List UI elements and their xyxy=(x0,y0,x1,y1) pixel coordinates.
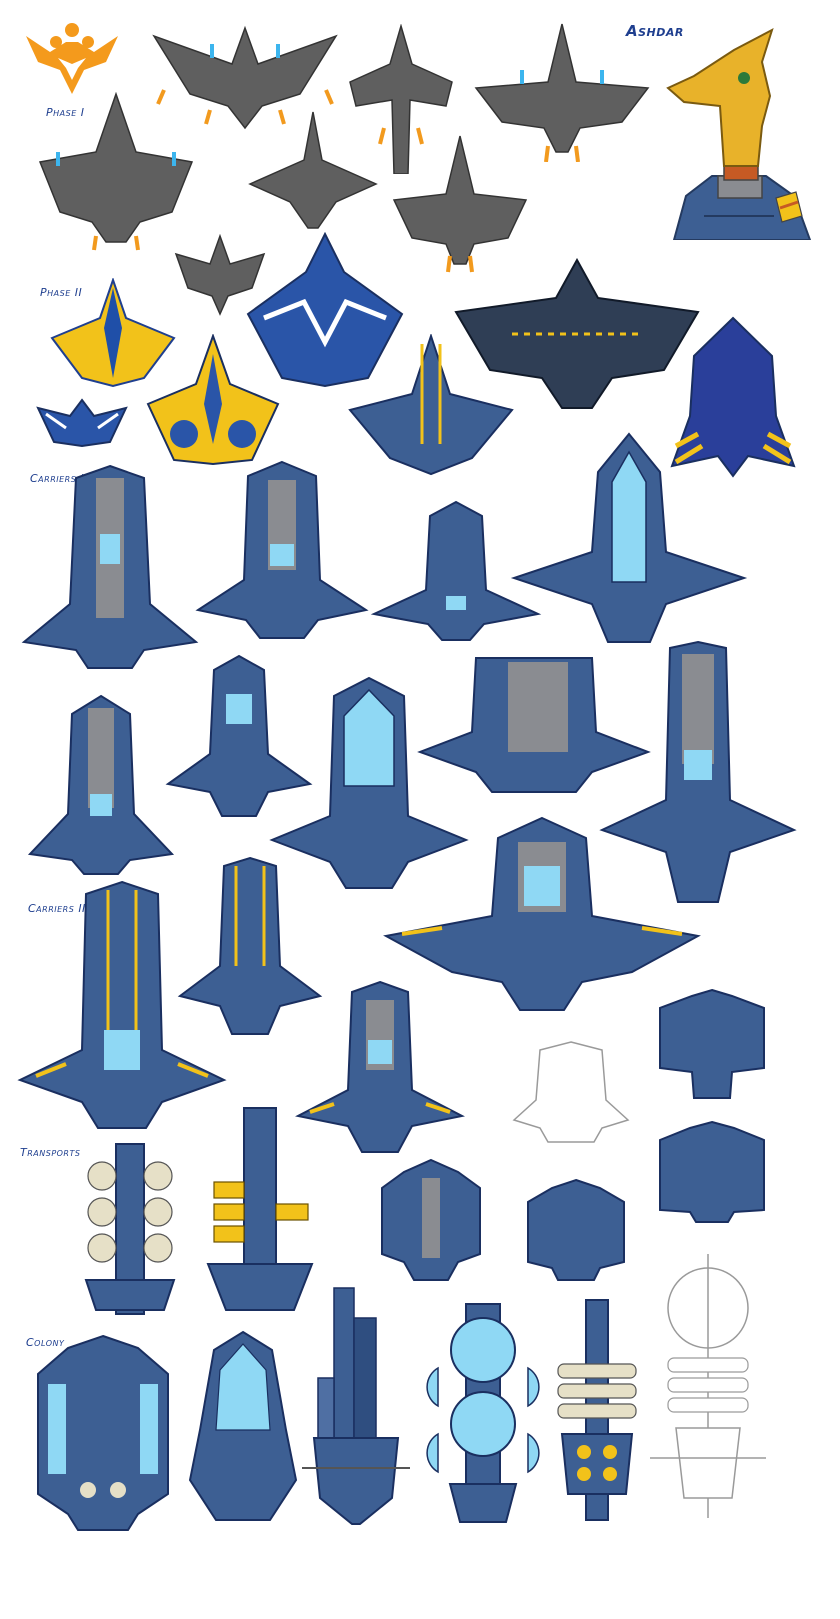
ship-carrier1-1 xyxy=(21,464,199,669)
section-label-colony: Colony xyxy=(26,1336,65,1349)
ship-phase1-1 xyxy=(152,25,338,130)
ship-phase1-2 xyxy=(349,24,453,174)
ship-phase1-3 xyxy=(474,23,650,162)
ship-colony-3 xyxy=(302,1287,410,1525)
ship-phase1-5 xyxy=(248,111,378,229)
ship-transport-5 xyxy=(381,1158,481,1281)
ship-colony-4 xyxy=(426,1303,540,1523)
section-label-carriers-2: Carriers II xyxy=(28,902,86,915)
alien-pilot-portrait xyxy=(666,27,812,240)
ship-phase2-7 xyxy=(670,316,796,478)
ship-transport-6 xyxy=(527,1178,625,1281)
ship-phase1-6 xyxy=(392,135,528,273)
section-label-phase-1: Phase I xyxy=(46,106,85,119)
ship-colony-wireframe xyxy=(650,1254,766,1518)
ship-carrier1-6 xyxy=(165,654,313,817)
ship-carrier1-9 xyxy=(599,640,797,903)
ship-phase2-2 xyxy=(246,232,404,388)
ship-colony-2 xyxy=(188,1330,298,1521)
section-label-carriers-1: Carriers I xyxy=(30,472,85,485)
ship-carrier1-4 xyxy=(510,432,748,643)
section-label-transports: Transports xyxy=(20,1146,81,1159)
ship-carrier1-5 xyxy=(27,694,175,875)
ship-phase2-1 xyxy=(50,278,176,388)
ship-colony-5 xyxy=(557,1299,637,1521)
ship-carrier1-7 xyxy=(269,676,469,889)
ship-carrier2-wireframe xyxy=(512,1041,630,1143)
ship-phase1-4 xyxy=(38,92,194,251)
ship-carrier2-3 xyxy=(383,816,701,1011)
ship-transport-4 xyxy=(206,1107,314,1311)
ship-transport-1 xyxy=(659,988,765,1099)
ship-carrier2-2 xyxy=(177,856,323,1035)
ship-carrier2-4 xyxy=(295,980,465,1153)
ship-transport-3 xyxy=(84,1143,176,1315)
ship-phase2-5 xyxy=(146,334,280,466)
ship-carrier1-2 xyxy=(195,460,369,639)
ship-phase1-7 xyxy=(174,234,266,316)
ship-colony-1 xyxy=(37,1334,169,1531)
ship-phase2-3 xyxy=(454,258,700,409)
ship-carrier1-8 xyxy=(417,657,651,793)
ship-phase2-6 xyxy=(348,334,514,476)
ship-phase2-4 xyxy=(36,398,128,448)
faction-label: Ashdar xyxy=(626,22,684,40)
section-label-phase-2: Phase II xyxy=(40,286,83,299)
ship-carrier2-1 xyxy=(17,880,227,1129)
ashdar-emblem-icon xyxy=(26,23,118,94)
ship-transport-2 xyxy=(659,1120,765,1223)
ship-carrier1-3 xyxy=(370,500,542,641)
